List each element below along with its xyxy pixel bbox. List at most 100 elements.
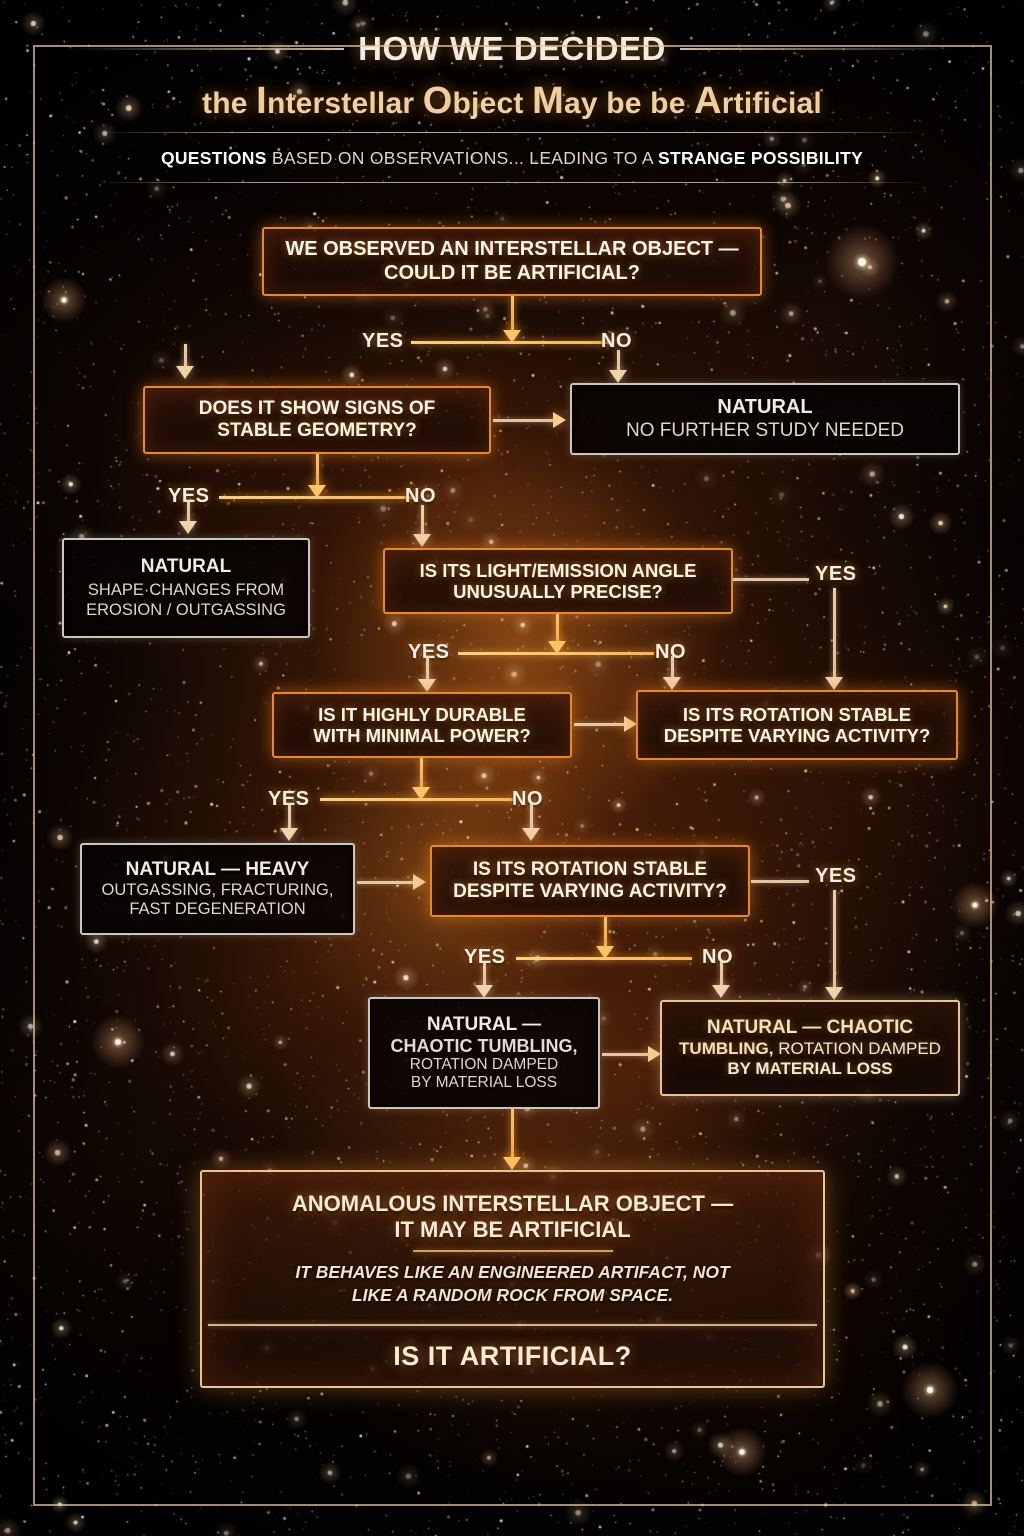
- node-out-shape-line3: EROSION / OUTGASSING: [86, 600, 286, 619]
- node-out-no-study-line2: NO FURTHER STUDY NEEDED: [626, 419, 904, 441]
- conclusion-cta: IS IT ARTIFICIAL?: [393, 1340, 632, 1371]
- node-out-chaotic-right-line3: BY MATERIAL LOSS: [727, 1059, 893, 1079]
- edge-label-durable-no: NO: [512, 788, 543, 810]
- subtitle-seg-3: O: [422, 80, 453, 122]
- node-out-heavy[interactable]: NATURAL — HEAVY OUTGASSING, FRACTURING, …: [80, 843, 355, 935]
- edge-light-no-arrow: [663, 677, 681, 690]
- edge-start-no-arrow: [609, 370, 627, 383]
- edge-final-arrow: [503, 1157, 521, 1170]
- subtitle-seg-7: A: [694, 80, 722, 122]
- conclusion-divider: [208, 1324, 817, 1326]
- node-q-durable-line1: IS IT HIGHLY DURABLE: [318, 703, 526, 725]
- edge-rotation-b-stem: [604, 917, 607, 949]
- tagline-mid: BASED ON OBSERVATIONS... LEADING TO A: [266, 148, 659, 168]
- node-out-shape-line2: SHAPE·CHANGES FROM: [87, 581, 285, 600]
- node-start-line1: WE OBSERVED AN INTERSTELLAR OBJECT —: [285, 238, 739, 261]
- node-out-chaotic-left-line4: BY MATERIAL LOSS: [410, 1074, 558, 1092]
- conclusion-title: ANOMALOUS INTERSTELLAR OBJECT — IT MAY B…: [292, 1191, 733, 1244]
- node-q-rotation-b[interactable]: IS ITS ROTATION STABLE DESPITE VARYING A…: [430, 845, 750, 917]
- edge-light-yes-stem: [426, 656, 429, 682]
- node-start-line2: COULD IT BE ARTIFICIAL?: [384, 261, 640, 284]
- conclusion-title-line2: IT MAY BE ARTIFICIAL: [394, 1216, 631, 1242]
- edge-start-stem: [511, 296, 514, 334]
- tagline-strong-2: STRANGE POSSIBILITY: [658, 148, 864, 168]
- node-out-chaotic-left-line3: ROTATION DAMPED: [409, 1056, 559, 1074]
- node-q-rotation-a-line1: IS ITS ROTATION STABLE: [682, 703, 912, 725]
- node-conclusion[interactable]: ANOMALOUS INTERSTELLAR OBJECT — IT MAY B…: [200, 1170, 825, 1388]
- edge-label-durable-yes: YES: [268, 788, 310, 810]
- edge-label-rotation-b-right-yes: YES: [815, 865, 857, 887]
- node-out-chaotic-left[interactable]: NATURAL — CHAOTIC TUMBLING, ROTATION DAM…: [368, 997, 600, 1109]
- header-divider-top: [96, 132, 928, 133]
- node-q-geometry[interactable]: DOES IT SHOW SIGNS OF STABLE GEOMETRY?: [143, 386, 491, 454]
- node-out-heavy-line3: FAST DEGENERATION: [129, 900, 306, 919]
- node-out-no-study-line1: NATURAL: [717, 396, 813, 419]
- conclusion-rule: [412, 1250, 613, 1253]
- edge-light-right-arrow: [825, 677, 843, 690]
- edge-label-geometry-no: NO: [405, 485, 436, 507]
- conclusion-body-line2: LIKE A RANDOM ROCK FROM SPACE.: [351, 1285, 674, 1306]
- edge-geometry-stem: [316, 454, 319, 488]
- subtitle-seg-5: M: [532, 80, 564, 122]
- conclusion-title-line1: ANOMALOUS INTERSTELLAR OBJECT —: [291, 1190, 734, 1216]
- edge-durable-stem-arrow: [412, 787, 430, 800]
- edge-label-light-yes: YES: [408, 641, 450, 663]
- page-title: HOW WE DECIDED: [358, 30, 666, 67]
- edge-light-split-bar: [458, 652, 654, 655]
- node-q-rotation-a[interactable]: IS ITS ROTATION STABLE DESPITE VARYING A…: [636, 690, 958, 760]
- node-q-rotation-a-line2: DESPITE VARYING ACTIVITY?: [663, 725, 931, 746]
- edge-durable-split-bar: [320, 798, 516, 801]
- node-q-rotation-b-line2: DESPITE VARYING ACTIVITY?: [453, 881, 727, 902]
- edge-durable-yes-stem: [288, 803, 291, 831]
- edge-light-stem: [556, 614, 559, 644]
- conclusion-cta-row: IS IT ARTIFICIAL?: [202, 1326, 823, 1386]
- edge-label-rotation-b-yes: YES: [464, 946, 506, 968]
- node-out-chaotic-right[interactable]: NATURAL — CHAOTIC TUMBLING, ROTATION DAM…: [660, 1000, 960, 1096]
- edge-label-start-yes: YES: [362, 330, 404, 352]
- edge-rotation-b-right-bar: [751, 880, 809, 883]
- node-out-chaotic-left-line2: CHAOTIC TUMBLING,: [390, 1035, 578, 1056]
- edge-start-stem-arrow: [503, 330, 521, 343]
- edge-durable-stem: [420, 758, 423, 790]
- subtitle-seg-8: rtificial: [721, 87, 822, 120]
- edge-geometry-to-natural: [493, 419, 555, 422]
- tagline: QUESTIONS BASED ON OBSERVATIONS... LEADI…: [0, 148, 1024, 169]
- edge-chaotic-left-to-right-arrow: [648, 1046, 661, 1062]
- subtitle-seg-4: bject: [452, 87, 533, 120]
- node-q-geometry-line1: DOES IT SHOW SIGNS OF: [198, 397, 436, 419]
- edge-geometry-to-natural-arrow: [553, 412, 566, 428]
- node-out-chaotic-right-line2-bold: TUMBLING,: [679, 1039, 774, 1059]
- edge-rotation-b-no-stem: [720, 962, 723, 988]
- title-row: HOW WE DECIDED: [0, 30, 1024, 68]
- node-start[interactable]: WE OBSERVED AN INTERSTELLAR OBJECT — COU…: [262, 227, 762, 296]
- edge-label-rotation-b-no: NO: [702, 946, 733, 968]
- edge-geometry-no-arrow: [413, 534, 431, 547]
- edge-heavy-to-rotation-b-arrow: [413, 874, 426, 890]
- node-out-chaotic-right-line1: NATURAL — CHAOTIC: [706, 1017, 914, 1039]
- edge-chaotic-left-to-right: [602, 1053, 650, 1056]
- node-q-light-line1: IS ITS LIGHT/EMISSION ANGLE: [419, 559, 697, 581]
- title-rule-left: [70, 48, 345, 50]
- edge-durable-no-arrow: [522, 828, 540, 841]
- edge-geometry-yes-stem: [187, 500, 190, 524]
- node-out-shape[interactable]: NATURAL SHAPE·CHANGES FROM EROSION / OUT…: [62, 538, 310, 638]
- header-divider-bottom: [96, 182, 928, 183]
- edge-start-yes-stem: [184, 344, 187, 370]
- node-q-durable-line2: WITH MINIMAL POWER?: [313, 725, 531, 746]
- edge-rotation-b-no-arrow: [712, 985, 730, 998]
- edge-start-split-bar: [411, 341, 611, 344]
- node-q-light[interactable]: IS ITS LIGHT/EMISSION ANGLE UNUSUALLY PR…: [383, 548, 733, 614]
- conclusion-body: ANOMALOUS INTERSTELLAR OBJECT — IT MAY B…: [202, 1172, 823, 1324]
- edge-light-right-bar: [733, 578, 809, 581]
- node-out-no-study[interactable]: NATURAL NO FURTHER STUDY NEEDED: [570, 383, 960, 455]
- node-out-chaotic-left-line1: NATURAL —: [426, 1013, 542, 1035]
- edge-label-geometry-yes: YES: [168, 485, 210, 507]
- node-q-rotation-b-line1: IS ITS ROTATION STABLE: [472, 858, 708, 880]
- page-subtitle: the Interstellar Object May be be Artifi…: [0, 80, 1024, 123]
- edge-light-yes-arrow: [418, 679, 436, 692]
- node-q-durable[interactable]: IS IT HIGHLY DURABLE WITH MINIMAL POWER?: [272, 692, 572, 758]
- edge-start-yes-arrow: [176, 366, 194, 379]
- edge-rotation-b-yes-stem: [483, 962, 486, 988]
- edge-label-light-no: NO: [655, 641, 686, 663]
- tagline-strong-1: QUESTIONS: [160, 148, 267, 168]
